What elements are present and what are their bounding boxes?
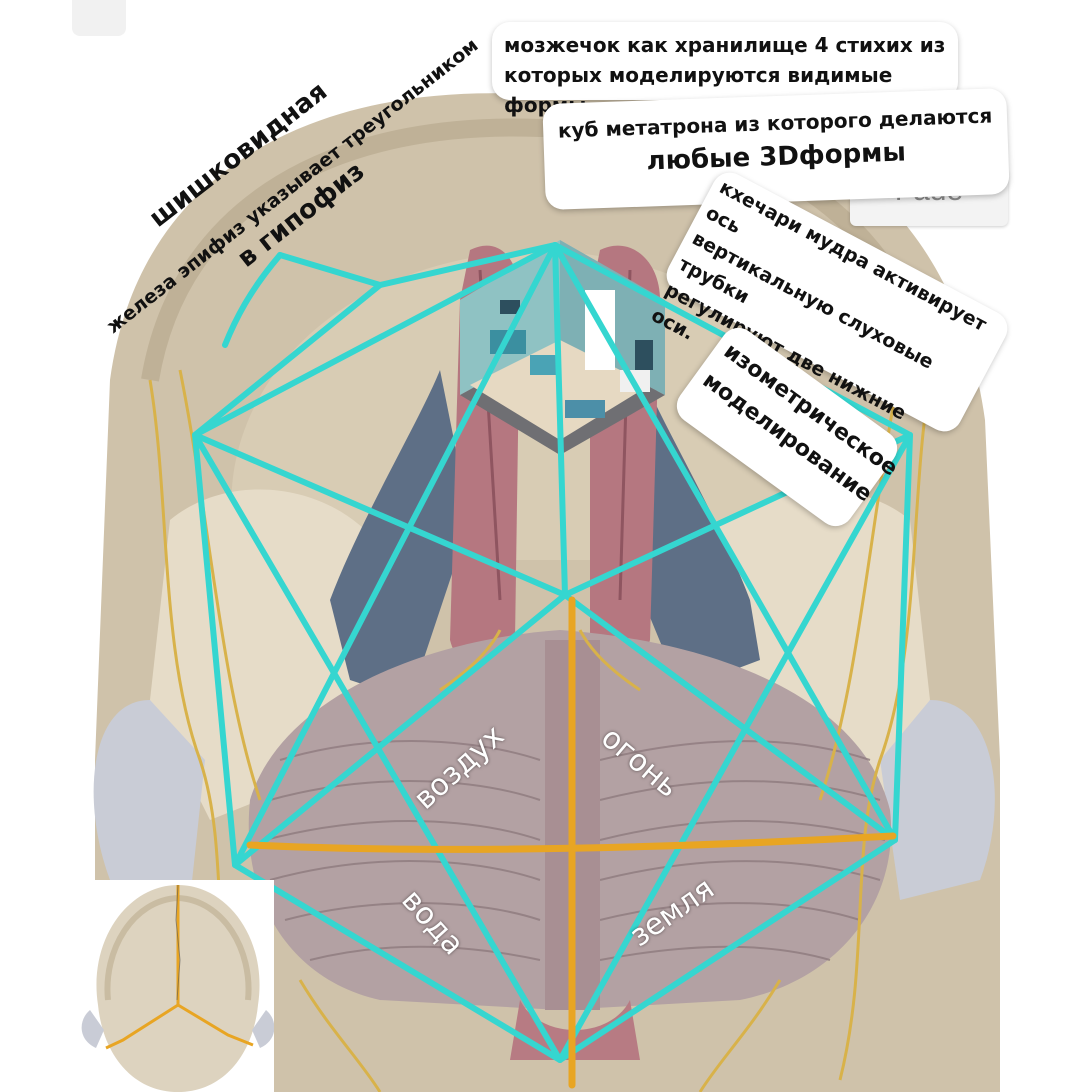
- note-metatron: куб метатрона из которого делаются любые…: [542, 87, 1010, 211]
- note-cerebellum-line2: которых моделируются видимые формы.: [504, 63, 893, 117]
- elemental-axes: [246, 596, 897, 1089]
- right-ear: [880, 700, 995, 900]
- note-cerebellum-line1: мозжечок как хранилище 4 стихих из: [504, 33, 946, 57]
- skull-top-view: [78, 880, 274, 1092]
- top-toolbar-button[interactable]: [72, 0, 126, 36]
- note-cerebellum: мозжечок как хранилище 4 стихих из котор…: [492, 22, 958, 117]
- metatron-cube-lines: [192, 242, 913, 1063]
- left-ear: [93, 700, 205, 900]
- skull-top-view-inset: [78, 880, 274, 1092]
